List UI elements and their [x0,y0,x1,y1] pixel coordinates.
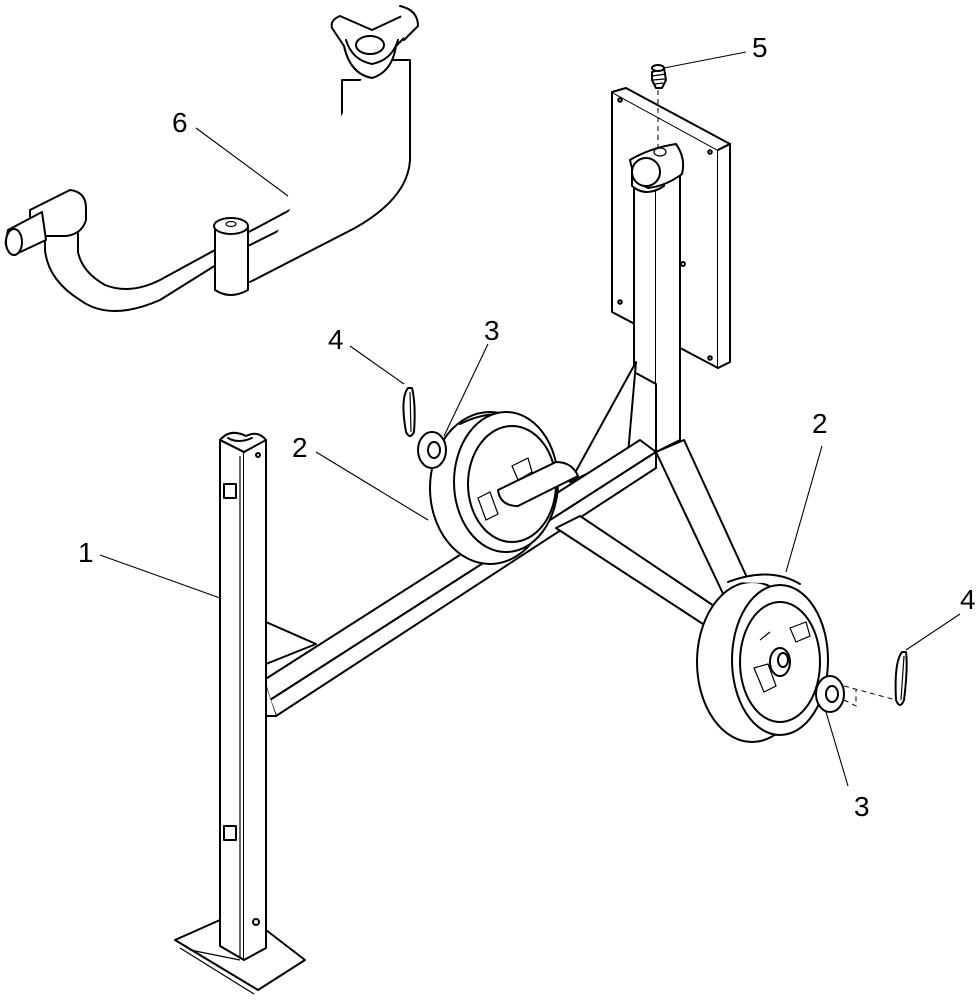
callout-3-right: 3 [854,791,870,822]
callout-6: 6 [172,107,188,138]
leader-lines [99,51,961,787]
callout-4-left: 4 [328,324,344,355]
wheel-left-part-2 [429,411,579,565]
callout-2-right: 2 [812,408,828,439]
callout-2-left: 2 [292,432,308,463]
callout-3-left: 3 [484,315,500,346]
washer-right-part-3 [815,675,897,713]
handle-tube-part-6 [4,5,419,312]
wheel-right-part-2 [696,573,829,743]
callout-4-right: 4 [960,584,976,615]
cotter-pin-left-part-4 [402,387,416,437]
callout-5: 5 [752,32,768,63]
cart-frame-part-1 [174,87,751,995]
cotter-pin-right-part-4 [894,651,908,706]
washer-left-part-3 [417,431,447,469]
callouts: 1 2 2 3 3 4 4 5 6 [78,32,976,822]
callout-1: 1 [78,537,94,568]
